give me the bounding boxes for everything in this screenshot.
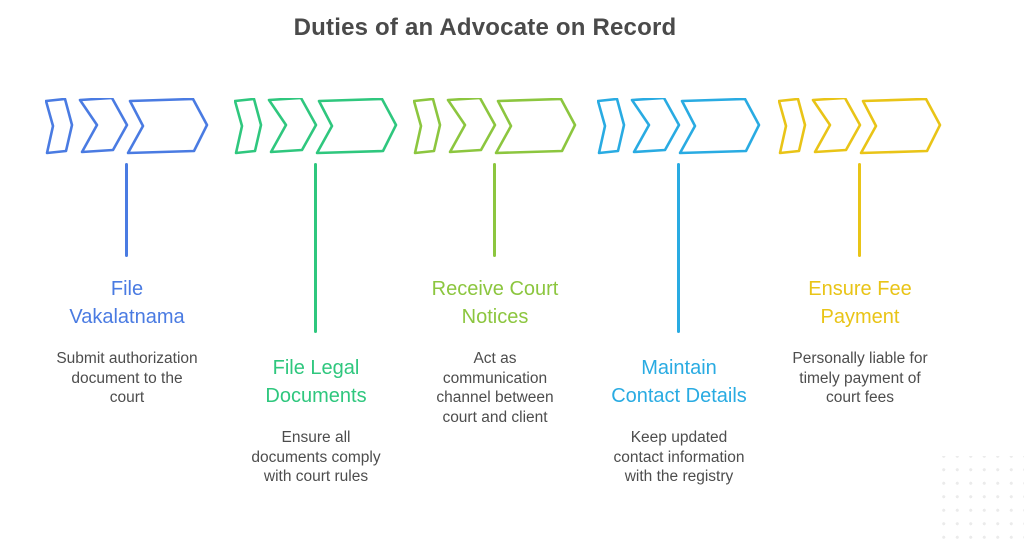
- step-description-line: court and client: [442, 408, 548, 426]
- step-description-line: document to the: [71, 369, 183, 387]
- chevron-arrows-icon: [778, 98, 942, 155]
- step-description-line: channel between: [436, 389, 554, 406]
- step-description-line: court: [109, 389, 145, 406]
- step-heading-line: Documents: [265, 385, 367, 407]
- step-heading-line: Receive Court: [431, 278, 559, 300]
- connector-line: [493, 163, 496, 257]
- connector-line: [125, 163, 128, 257]
- step-description-line: Keep updated: [630, 429, 728, 446]
- step-heading-line: Payment: [820, 306, 900, 328]
- step-heading: Receive Court Notices: [404, 275, 586, 331]
- step-description-line: Submit authorization: [56, 350, 198, 367]
- step-heading: File Legal Documents: [225, 354, 407, 410]
- connector-line: [677, 163, 680, 333]
- diagram-title: Duties of an Advocate on Record: [293, 14, 677, 41]
- step-file-vakalatnama: File Vakalatnama Submit authorization do…: [36, 98, 218, 478]
- step-description: Ensure all documents comply with court r…: [221, 428, 411, 487]
- step-file-legal-documents: File Legal Documents Ensure all document…: [225, 98, 407, 485]
- step-heading: File Vakalatnama: [36, 275, 218, 331]
- step-description-line: with court rules: [263, 468, 369, 485]
- step-heading-line: Ensure Fee: [808, 278, 912, 300]
- step-heading-line: Notices: [461, 306, 529, 328]
- step-description-line: court fees: [825, 389, 895, 406]
- step-heading-line: File: [110, 278, 144, 300]
- connector-line: [314, 163, 317, 333]
- chevron-arrows-icon: [597, 98, 761, 155]
- step-description-line: with the registry: [624, 468, 734, 485]
- connector-line: [858, 163, 861, 257]
- step-description-line: contact information: [613, 448, 745, 466]
- chevron-arrows-icon: [45, 98, 209, 155]
- step-description-line: documents comply: [251, 448, 381, 466]
- step-ensure-fee-payment: Ensure Fee Payment Personally liable for…: [769, 98, 951, 478]
- step-description: Personally liable for timely payment of …: [765, 349, 955, 408]
- step-maintain-contact-details: Maintain Contact Details Keep updated co…: [588, 98, 770, 485]
- step-receive-court-notices: Receive Court Notices Act as communicati…: [404, 98, 586, 478]
- step-heading-line: Vakalatnama: [69, 306, 185, 328]
- step-heading: Ensure Fee Payment: [769, 275, 951, 331]
- dot-grid-decoration: [932, 456, 1024, 542]
- step-description-line: Act as: [473, 350, 517, 367]
- step-description-line: Ensure all: [281, 429, 351, 446]
- step-description-line: Personally liable for: [792, 350, 928, 367]
- step-heading-line: File Legal: [272, 357, 360, 379]
- step-heading: Maintain Contact Details: [588, 354, 770, 410]
- step-heading-line: Contact Details: [611, 385, 747, 407]
- step-description-line: communication: [442, 369, 548, 387]
- step-description: Submit authorization document to the cou…: [32, 349, 222, 408]
- step-heading-line: Maintain: [641, 357, 717, 379]
- chevron-arrows-icon: [413, 98, 577, 155]
- step-description: Keep updated contact information with th…: [584, 428, 774, 487]
- step-description: Act as communication channel between cou…: [400, 349, 590, 427]
- chevron-arrows-icon: [234, 98, 398, 155]
- step-description-line: timely payment of: [799, 369, 921, 387]
